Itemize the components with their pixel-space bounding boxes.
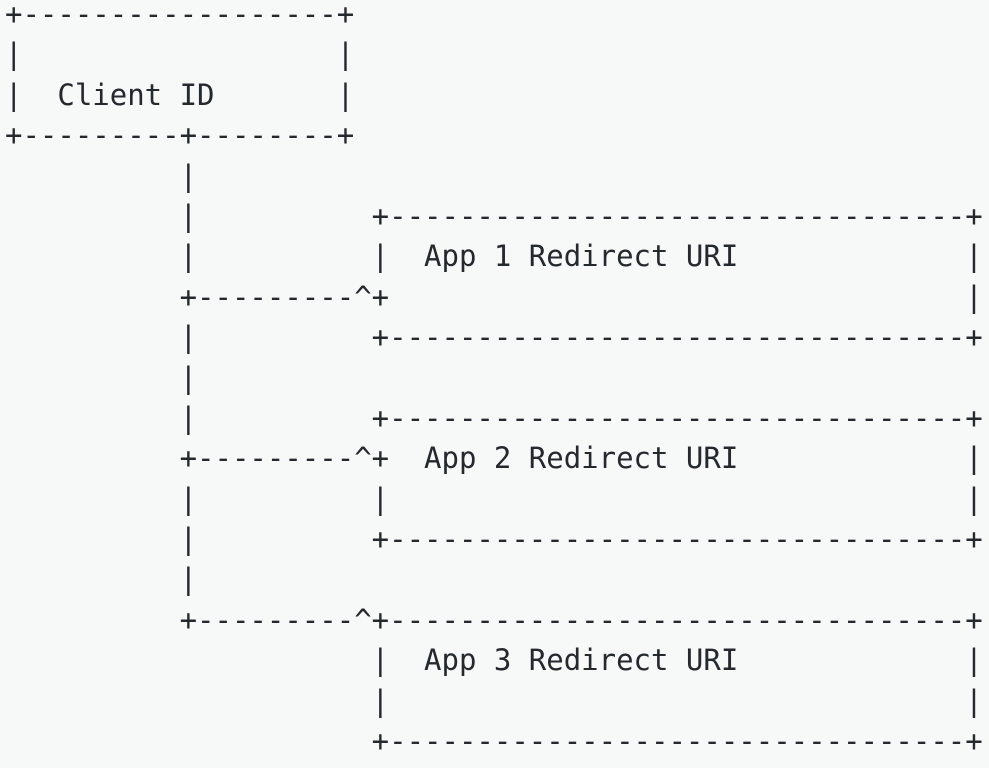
diagram-line: | [5,562,198,597]
diagram-line: | | [5,683,983,718]
diagram-line: | [5,158,198,193]
diagram-line: | | | [5,481,983,516]
diagram-line-app-3-label: | App 3 Redirect URI | [5,643,983,678]
diagram-line: | +---------------------------------+ [5,198,983,233]
diagram-line: | +---------------------------------+ [5,522,983,557]
diagram-line: | [5,360,198,395]
diagram-line-app-1-label: | | App 1 Redirect URI | [5,239,983,274]
diagram-line: | +---------------------------------+ [5,400,983,435]
diagram-line: +------------------+ [5,0,355,31]
diagram-line-app-2-connector: +---------^+ App 2 Redirect URI | [5,441,983,476]
diagram-line: | | [5,37,355,72]
diagram-line-app-1-connector: +---------^+ | [5,279,983,314]
diagram-line-app-3-connector: +---------^+----------------------------… [5,602,983,637]
diagram-line: +---------------------------------+ [5,724,983,759]
diagram-line-client-id-label: | Client ID | [5,77,355,112]
diagram-line: +---------+--------+ [5,118,355,153]
diagram-line: | +---------------------------------+ [5,320,983,355]
